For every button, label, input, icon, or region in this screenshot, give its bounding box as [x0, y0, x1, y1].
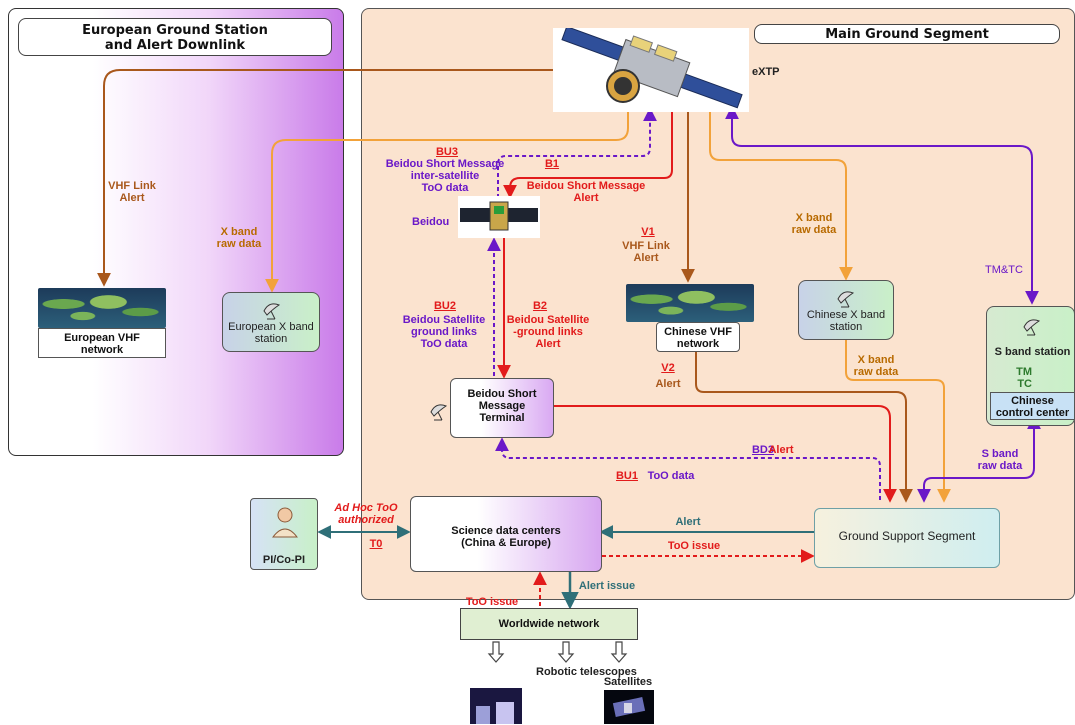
tm-tc-top-label: TM&TC — [985, 264, 1023, 276]
pi-co-pi-box — [250, 498, 318, 570]
chinese-xband-label: Chinese X band station — [806, 309, 886, 333]
european-xband-label: European X band station — [228, 321, 314, 345]
alert-issue-label: Alert issue — [578, 580, 636, 592]
bd3-text: Alert — [768, 444, 794, 456]
european-region-title: European Ground Station and Alert Downli… — [18, 18, 332, 56]
link-bd3 — [495, 437, 881, 500]
b2-code: B2 — [532, 300, 548, 312]
extp-label: eXTP — [752, 66, 780, 78]
chinese-control-center: Chinese control center — [990, 392, 1075, 420]
link-xband-europe — [265, 104, 629, 293]
worldwide-network: Worldwide network — [460, 608, 638, 640]
person-icon — [271, 507, 299, 538]
link-xband-china — [709, 112, 853, 281]
bu3-code: BU3 — [435, 146, 458, 158]
v2-text: Alert — [655, 378, 681, 390]
s-band-raw-label: S band raw data — [977, 448, 1023, 472]
v2-code: V2 — [661, 362, 675, 374]
link-b1 — [503, 112, 673, 199]
beidou-label: Beidou — [412, 216, 450, 228]
science-data-centers: Science data centers (China & Europe) — [410, 496, 602, 572]
v1-text: VHF Link Alert — [622, 240, 670, 264]
chinese-vhf-map — [626, 284, 754, 322]
too-issue-bottom-label: ToO issue — [465, 596, 519, 608]
link-v2 — [695, 352, 913, 503]
dish-antenna-icon — [837, 291, 855, 308]
link-terminal-gss — [554, 405, 897, 503]
link-xband-gss — [845, 338, 951, 503]
chinese-vhf-network: Chinese VHF network — [656, 322, 740, 352]
bu2-text: Beidou Satellite ground links ToO data — [402, 314, 486, 350]
adhoc-label: Ad Hoc ToO authorized — [334, 502, 398, 526]
b1-text: Beidou Short Message Alert — [526, 180, 646, 204]
bu3-text: Beidou Short Message inter-satellite ToO… — [385, 158, 505, 194]
main-region-title: Main Ground Segment — [754, 24, 1060, 44]
observatory-photo — [470, 688, 522, 724]
bu1-code: BU1 — [615, 470, 638, 482]
robotic-telescopes-label: Robotic telescopes — [536, 666, 637, 678]
european-vhf-map — [38, 288, 166, 328]
link-vhf-europe — [97, 69, 553, 287]
ground-support-label: Ground Support Segment — [838, 529, 976, 543]
pi-co-pi-label: PI/Co-PI — [262, 554, 306, 566]
european-xband-station: European X band station — [222, 292, 320, 352]
satellite-photo — [604, 690, 654, 724]
dish-antenna-icon — [263, 303, 281, 320]
extp-satellite-image — [553, 28, 749, 112]
v1-code: V1 — [641, 226, 655, 238]
b2-text: Beidou Satellite -ground links Alert — [506, 314, 590, 350]
t0-code: T0 — [369, 538, 383, 550]
tc-label: TC — [1017, 378, 1032, 390]
link-tmtc — [725, 105, 1039, 305]
terminal-dish-icon — [430, 404, 448, 421]
ground-support-segment — [814, 508, 1000, 568]
bu1-text: ToO data — [647, 470, 695, 482]
link-bu3 — [497, 107, 657, 198]
european-region — [8, 8, 344, 456]
satellites-label: Satellites — [603, 676, 653, 688]
chinese-xband-station: Chinese X band station — [798, 280, 894, 340]
too-issue-right-label: ToO issue — [667, 540, 721, 552]
bu2-code: BU2 — [433, 300, 456, 312]
dish-antenna-icon — [1023, 319, 1041, 336]
x-band-raw-mid-label: X band raw data — [791, 212, 837, 236]
alert-to-science-label: Alert — [675, 516, 701, 528]
link-sband-raw — [917, 415, 1041, 503]
beidou-short-message-terminal: Beidou Short Message Terminal — [450, 378, 554, 438]
x-band-raw-left-label: X band raw data — [216, 226, 262, 250]
downward-hollow-arrows — [487, 641, 628, 663]
vhf-link-alert-label: VHF Link Alert — [108, 180, 156, 204]
tm-label: TM — [1016, 366, 1032, 378]
beidou-satellite-image — [458, 196, 540, 238]
s-band-station-label: S band station — [994, 346, 1071, 358]
b1-code: B1 — [544, 158, 560, 170]
x-band-raw-right-label: X band raw data — [853, 354, 899, 378]
bd3-code: BD3 — [751, 444, 774, 456]
european-vhf-network: European VHF network — [38, 328, 166, 358]
